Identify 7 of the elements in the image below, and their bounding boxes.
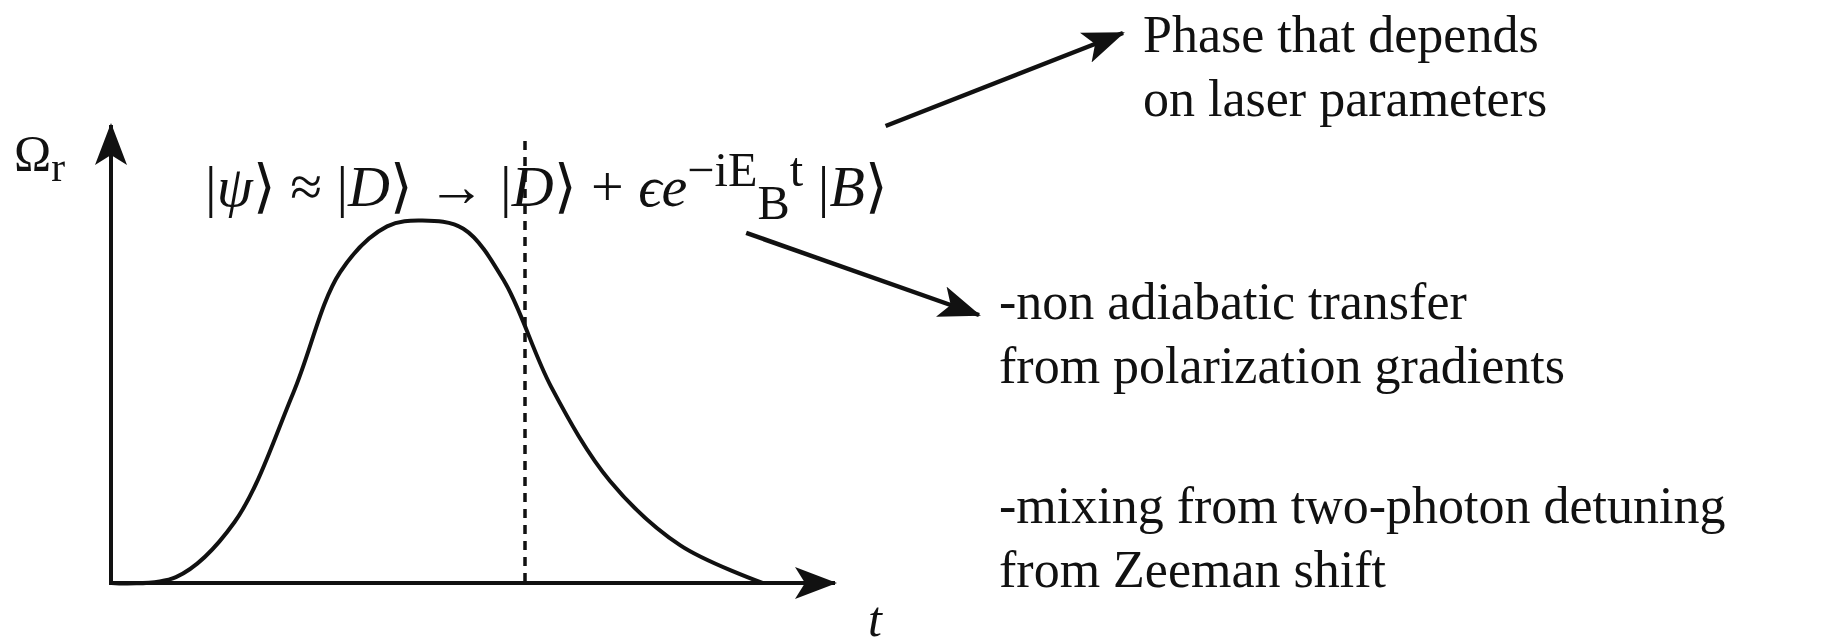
axis-label: Ω$_{r}$: [14, 128, 66, 192]
arrow: [884, 30, 1125, 129]
annotation-text: Phase that depends on laser parameters: [1143, 5, 1549, 129]
annotation-text: -mixing from two-photon detuning from Zeeman shift: [999, 476, 1727, 600]
annotation-text: -non adiabatic transfer from polarization gradients: [999, 272, 1567, 396]
arrow: [745, 230, 981, 318]
axis-label: t: [868, 594, 882, 639]
